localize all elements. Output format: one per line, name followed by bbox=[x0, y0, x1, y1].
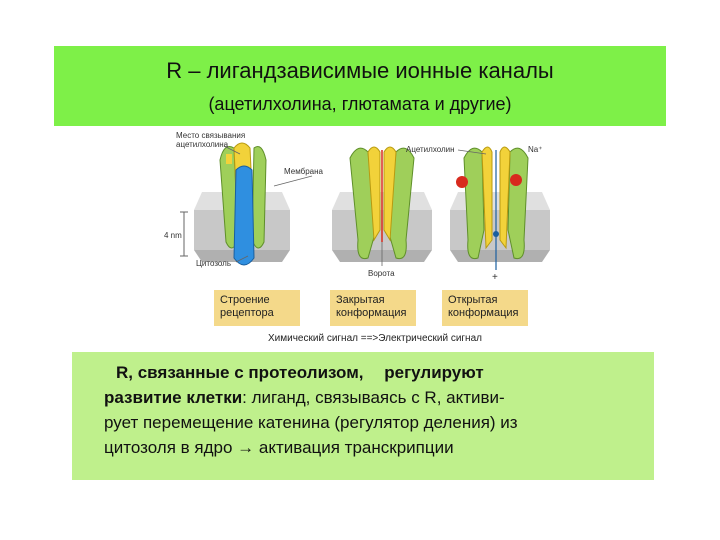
signal-caption: Химический сигнал ==>Электрический сигна… bbox=[268, 333, 482, 344]
desc-bold-1: R, связанные с протеолизом, bbox=[116, 363, 364, 382]
ion-channel-diagram: Место связывания ацетилхолина Мембрана 4… bbox=[164, 131, 550, 283]
plus-sign: + bbox=[492, 272, 498, 283]
label-binding-site-2: ацетилхолина bbox=[176, 140, 229, 149]
acetylcholine-dot-left bbox=[456, 176, 468, 188]
receptor-open bbox=[456, 146, 529, 270]
label-membrane: Мембрана bbox=[284, 167, 324, 176]
label-gate: Ворота bbox=[368, 269, 395, 278]
label-na: Na⁺ bbox=[528, 145, 542, 154]
desc-line-3: рует перемещение катенина (регулятор дел… bbox=[104, 413, 518, 432]
title-sub: (ацетилхолина, глютамата и другие) bbox=[208, 94, 512, 114]
desc-bold-2: регулируют bbox=[384, 363, 484, 382]
receptor-closed bbox=[349, 146, 415, 260]
receptor-structure bbox=[219, 142, 267, 266]
box-structure: Строение рецептора bbox=[214, 290, 300, 326]
acetylcholine-dot-right bbox=[510, 174, 522, 186]
description-box: R, связанные с протеолизом, регулируют р… bbox=[72, 352, 654, 480]
desc-rest-1: : лиганд, связываясь с R, активи- bbox=[242, 388, 505, 407]
label-cytosol: Цитозоль bbox=[196, 259, 231, 268]
label-binding-site-1: Место связывания bbox=[176, 131, 245, 140]
scale-bar bbox=[180, 211, 188, 257]
desc-bold-3: развитие клетки bbox=[104, 388, 243, 407]
title-banner: R – лигандзависимые ионные каналы (ацети… bbox=[54, 46, 666, 126]
title-main: R – лигандзависимые ионные каналы bbox=[166, 58, 554, 83]
label-scale: 4 nm bbox=[164, 231, 182, 240]
box-open: Открытая конформация bbox=[442, 290, 528, 326]
label-acetylcholine: Ацетилхолин bbox=[406, 145, 455, 154]
desc-line-4: цитозоля в ядро → активация транскрипции bbox=[104, 438, 454, 457]
description-text: R, связанные с протеолизом, регулируют р… bbox=[104, 360, 644, 460]
box-closed: Закрытая конформация bbox=[330, 290, 416, 326]
